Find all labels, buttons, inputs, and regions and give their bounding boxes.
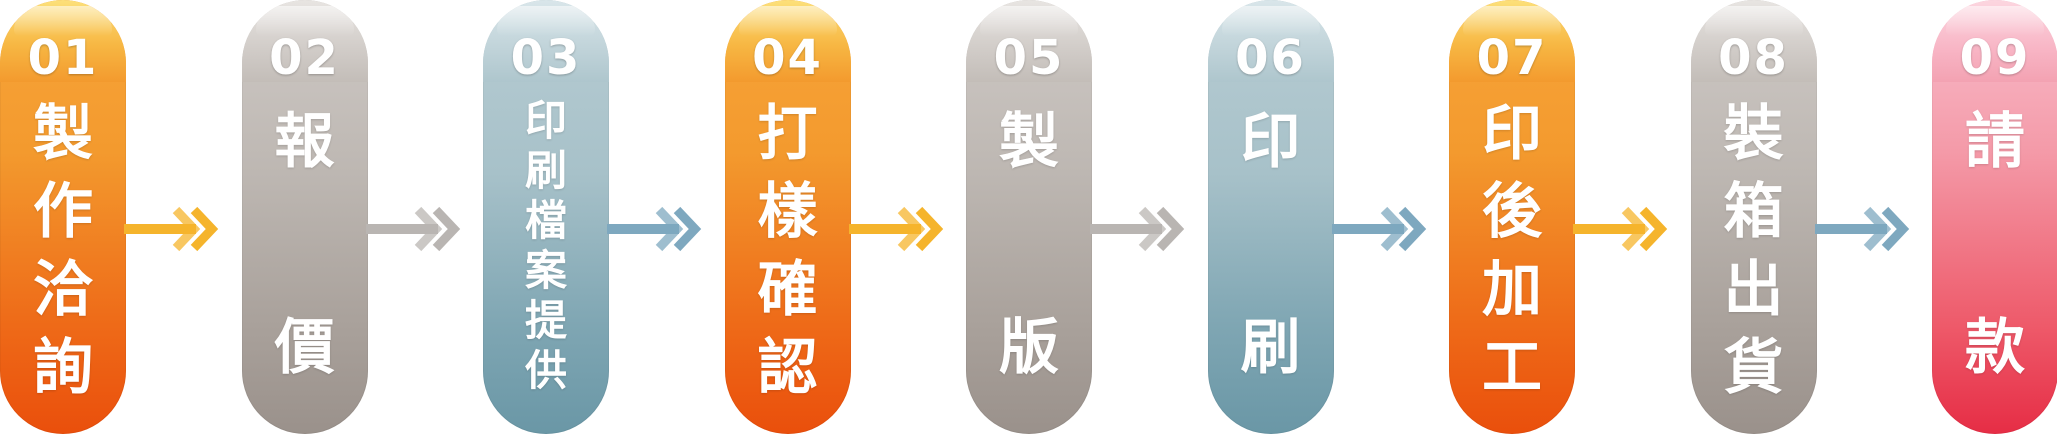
step-03-pill: 03 印 刷 檔 案 提 供: [483, 0, 609, 434]
double-chevron-right-icon: [1573, 206, 1668, 252]
arrow-chevron: [432, 206, 460, 252]
step-label-char: 出: [1723, 255, 1784, 325]
step-label-char: 案: [524, 246, 567, 295]
arrow-chevron: [1863, 206, 1891, 252]
step-label-char: 樣: [757, 177, 818, 247]
arrow-shaft: [1573, 224, 1645, 234]
step-cap: [483, 0, 609, 82]
arrow-chevron: [1156, 206, 1185, 252]
arrow-shaft: [1331, 224, 1404, 234]
step-label-char: 刷: [524, 146, 567, 195]
double-chevron-right-icon: [1814, 206, 1909, 252]
step-number: 09: [1959, 30, 2031, 86]
step-label-char: 打: [757, 99, 818, 169]
arrow-shaft: [848, 224, 921, 234]
step-label-char: 版: [999, 313, 1059, 383]
step-cap: [1207, 0, 1334, 82]
arrow-chevron: [673, 206, 702, 252]
step-number: 01: [27, 30, 99, 86]
arrow-shaft: [124, 224, 196, 234]
step-label-char: 製: [33, 99, 93, 169]
step-08-pill: 08 裝 箱 出 貨: [1690, 0, 1817, 434]
step-number: 08: [1718, 30, 1789, 86]
step-09-pill: 09 請 款: [1932, 0, 2057, 434]
step-cap: [0, 0, 126, 82]
arrow-chevron: [1398, 206, 1426, 252]
arrow-chevron: [1621, 206, 1650, 252]
double-chevron-right-icon: [365, 206, 460, 252]
double-chevron-right-icon: [1090, 206, 1185, 252]
step-label-char: 供: [524, 346, 567, 395]
step-label-char: 製: [999, 107, 1059, 177]
arrow-chevron: [1881, 206, 1909, 252]
step-cap: [1690, 0, 1817, 82]
step-number: 07: [1476, 30, 1548, 86]
step-06-pill: 06 印 刷: [1207, 0, 1334, 434]
step-label-char: 請: [1965, 107, 2025, 177]
step-number: 04: [752, 30, 823, 86]
arrow-chevron: [655, 206, 684, 252]
arrow-chevron: [190, 206, 219, 252]
step-label-char: 認: [757, 333, 818, 403]
step-number: 03: [510, 30, 582, 86]
arrow-shaft: [365, 224, 438, 234]
step-label-char: 工: [1482, 333, 1542, 403]
step-label-char: 價: [274, 313, 335, 383]
step-label-char: 確: [757, 255, 818, 325]
step-label-char: 加: [1482, 255, 1542, 325]
step-label-char: 後: [1482, 177, 1542, 247]
step-number: 06: [1235, 30, 1306, 86]
step-05-pill: 05 製 版: [966, 0, 1092, 434]
step-number: 05: [993, 30, 1065, 86]
arrow-chevron: [414, 206, 442, 252]
step-cap: [724, 0, 851, 82]
double-chevron-right-icon: [124, 206, 219, 252]
step-label-char: 款: [1965, 313, 2025, 383]
step-label-char: 刷: [1240, 313, 1301, 383]
step-label-char: 檔: [524, 196, 567, 245]
step-label-char: 洽: [33, 255, 93, 325]
step-number: 02: [269, 30, 340, 86]
arrow-shaft: [1090, 224, 1162, 234]
step-label-char: 印: [524, 96, 567, 145]
step-label-char: 詢: [33, 333, 93, 403]
step-label-char: 裝: [1723, 99, 1784, 169]
double-chevron-right-icon: [607, 206, 702, 252]
step-label-char: 貨: [1723, 333, 1784, 403]
arrow-chevron: [1380, 206, 1408, 252]
step-01-pill: 01 製 作 洽 詢: [0, 0, 126, 434]
step-label-char: 印: [1482, 99, 1542, 169]
step-04-pill: 04 打 樣 確 認: [724, 0, 851, 434]
step-02-pill: 02 報 價: [241, 0, 368, 434]
step-label-char: 提: [524, 296, 567, 345]
arrow-chevron: [1639, 206, 1668, 252]
arrow-chevron: [915, 206, 943, 252]
double-chevron-right-icon: [848, 206, 943, 252]
arrow-chevron: [1138, 206, 1167, 252]
step-cap: [966, 0, 1092, 82]
arrow-shaft: [1814, 224, 1887, 234]
step-label-char: 箱: [1723, 177, 1784, 247]
double-chevron-right-icon: [1331, 206, 1426, 252]
step-cap: [1932, 0, 2057, 82]
arrow-chevron: [897, 206, 925, 252]
step-07-pill: 07 印 後 加 工: [1449, 0, 1575, 434]
step-label-char: 印: [1240, 107, 1301, 177]
arrow-chevron: [172, 206, 201, 252]
step-label-char: 報: [274, 107, 335, 177]
step-cap: [241, 0, 368, 82]
step-cap: [1449, 0, 1575, 82]
arrow-shaft: [607, 224, 679, 234]
step-label-char: 作: [33, 177, 93, 247]
